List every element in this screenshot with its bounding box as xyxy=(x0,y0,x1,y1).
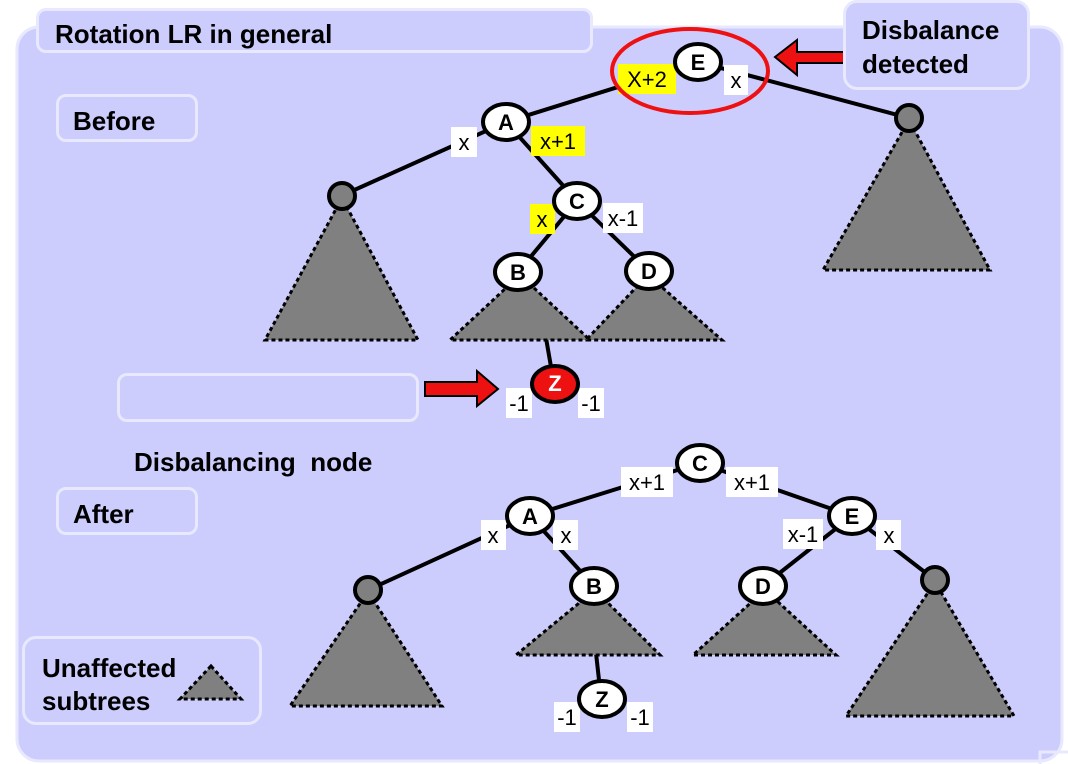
subtree-triangle xyxy=(820,116,993,272)
height-label-bg xyxy=(724,65,748,95)
height-label: x xyxy=(561,523,572,548)
red-arrow-right xyxy=(424,368,500,409)
tree-node xyxy=(673,42,723,82)
subtree-triangle xyxy=(689,587,840,657)
disbalance-callout-line2: detected xyxy=(862,49,969,79)
tree-node-label: A xyxy=(522,504,538,529)
tree-node-label: C xyxy=(692,451,708,476)
height-label: x-1 xyxy=(788,522,819,547)
height-label-bg xyxy=(578,388,604,418)
subtree-root-node xyxy=(353,575,383,605)
subtree-triangle xyxy=(446,272,594,342)
height-label: x xyxy=(884,523,895,548)
tree-node-label: D xyxy=(755,574,771,599)
height-label-bg xyxy=(481,520,506,550)
height-label: x xyxy=(731,68,742,93)
subtree-triangle xyxy=(843,579,1017,718)
tree-node-label: A xyxy=(498,110,514,135)
tree-node xyxy=(675,443,725,483)
legend-box: Unaffected subtrees xyxy=(22,636,262,725)
disbalancing-node-box: Disbalancing node xyxy=(117,373,419,477)
subtree-root-node xyxy=(920,565,950,595)
height-label: x xyxy=(488,523,499,548)
tree-node xyxy=(738,566,788,606)
height-label: -1 xyxy=(509,391,529,416)
legend-subtree-icon xyxy=(176,663,245,701)
height-label-bg xyxy=(783,519,823,549)
tree-node xyxy=(505,496,555,536)
height-label-bg xyxy=(531,126,585,156)
height-label: x+1 xyxy=(629,470,665,495)
disbalance-callout: Disbalance detected xyxy=(843,0,1030,90)
height-label-bg xyxy=(618,64,676,94)
height-label: x-1 xyxy=(608,206,639,231)
tree-node xyxy=(552,181,602,221)
panel-corner-fold xyxy=(1038,750,1068,764)
before-tree: X+2 x x x+1 x x-1 -1 -1 E A C B xyxy=(262,27,993,418)
height-label-bg xyxy=(506,388,532,418)
before-label: Before xyxy=(73,106,156,136)
height-label-bg xyxy=(876,520,901,550)
tree-node xyxy=(827,496,877,536)
tree-node-label: E xyxy=(691,50,706,75)
tree-node xyxy=(493,252,543,292)
page-title: Rotation LR in general xyxy=(55,19,333,49)
tree-node-label: E xyxy=(845,504,860,529)
height-label-bg xyxy=(451,127,477,157)
height-label-bg xyxy=(726,467,778,497)
tree-node xyxy=(624,251,674,291)
edge xyxy=(340,120,507,198)
tree-node-label: C xyxy=(569,189,585,214)
tree-node xyxy=(577,679,627,719)
height-label: x+1 xyxy=(540,129,576,154)
tree-node xyxy=(481,102,531,142)
subtree-root-node xyxy=(327,181,357,211)
height-label-bg xyxy=(554,702,580,732)
subtree-root-node xyxy=(894,103,924,133)
height-label: -1 xyxy=(581,391,601,416)
disbalancing-node-label: Disbalancing node xyxy=(134,447,373,477)
height-label: -1 xyxy=(630,705,650,730)
disbalance-callout-line1: Disbalance xyxy=(862,15,1000,45)
tree-node-label: Z xyxy=(595,687,608,712)
subtree-triangle xyxy=(582,272,726,342)
after-label: After xyxy=(73,499,134,529)
tree-node-label: B xyxy=(586,574,602,599)
before-label-box: Before xyxy=(56,94,198,142)
after-label-box: After xyxy=(56,487,198,535)
height-label-bg xyxy=(627,702,653,732)
height-label-bg xyxy=(553,520,578,550)
subtree-triangle xyxy=(511,587,664,657)
disbalancing-node xyxy=(530,364,580,404)
height-label: x xyxy=(537,207,548,232)
height-label: X+2 xyxy=(627,67,667,92)
subtree-triangle xyxy=(262,194,421,342)
tree-node-label: Z xyxy=(548,371,561,396)
tree-node xyxy=(569,566,619,606)
height-label: -1 xyxy=(557,705,577,730)
disbalance-highlight-ring xyxy=(610,27,770,115)
title-box: Rotation LR in general xyxy=(36,8,593,53)
height-label-bg xyxy=(621,467,673,497)
height-label-bg xyxy=(603,203,643,233)
height-label: x xyxy=(459,130,470,155)
subtree-triangle xyxy=(287,589,445,708)
tree-node-label: D xyxy=(641,259,657,284)
height-label: x+1 xyxy=(734,470,770,495)
tree-node-label: B xyxy=(510,260,526,285)
legend-line1: Unaffected xyxy=(42,653,177,683)
legend-line2: subtrees xyxy=(42,686,151,716)
height-label-bg xyxy=(530,204,555,234)
after-tree: x+1 x+1 x x x-1 x -1 -1 C A E B xyxy=(287,443,1017,732)
